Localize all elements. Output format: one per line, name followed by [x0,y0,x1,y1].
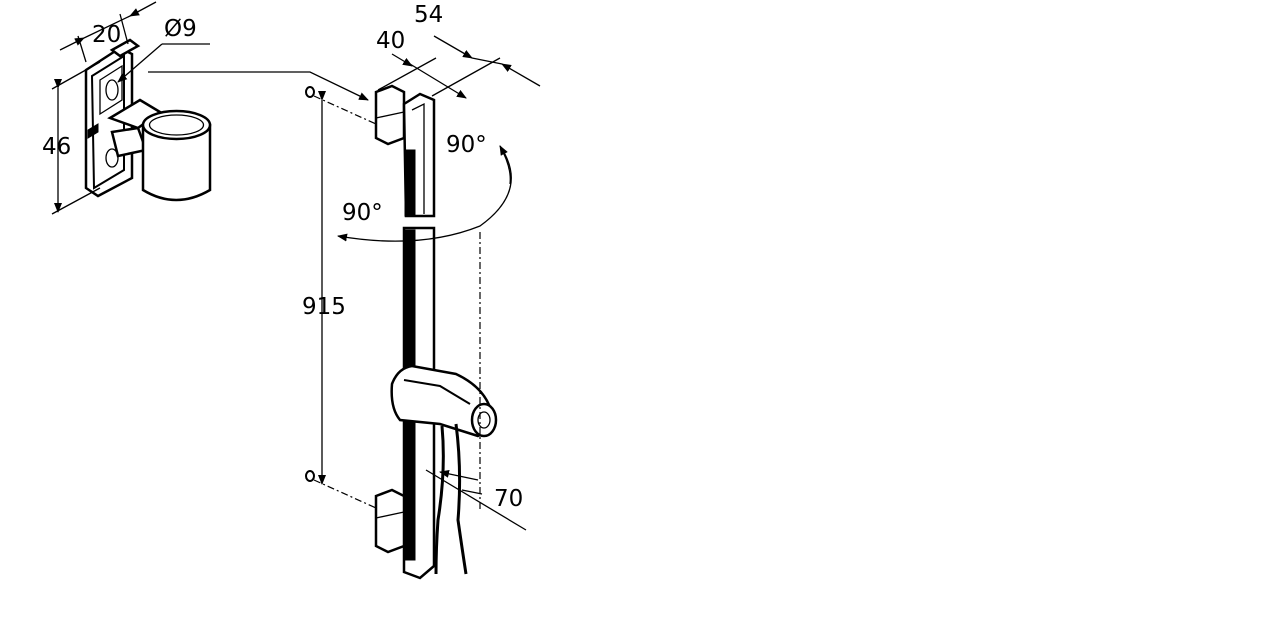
dim-rail-depth: 54 [414,2,443,28]
bracket-detail [84,38,212,202]
shower-rail [305,84,498,580]
dim-bracket-height: 46 [42,134,71,160]
dim-rotation-upper: 90° [446,132,487,158]
dim-rotation-lower: 90° [342,200,383,226]
dim-hole-diameter: Ø9 [164,16,197,42]
bracket-dimension-lines [51,1,369,215]
dim-slider-offset: 70 [494,486,523,512]
rail-dimension-lines [318,35,541,531]
dim-bracket-depth: 20 [92,22,121,48]
dim-mounting-distance: 915 [302,294,346,320]
dim-rail-width: 40 [376,28,405,54]
